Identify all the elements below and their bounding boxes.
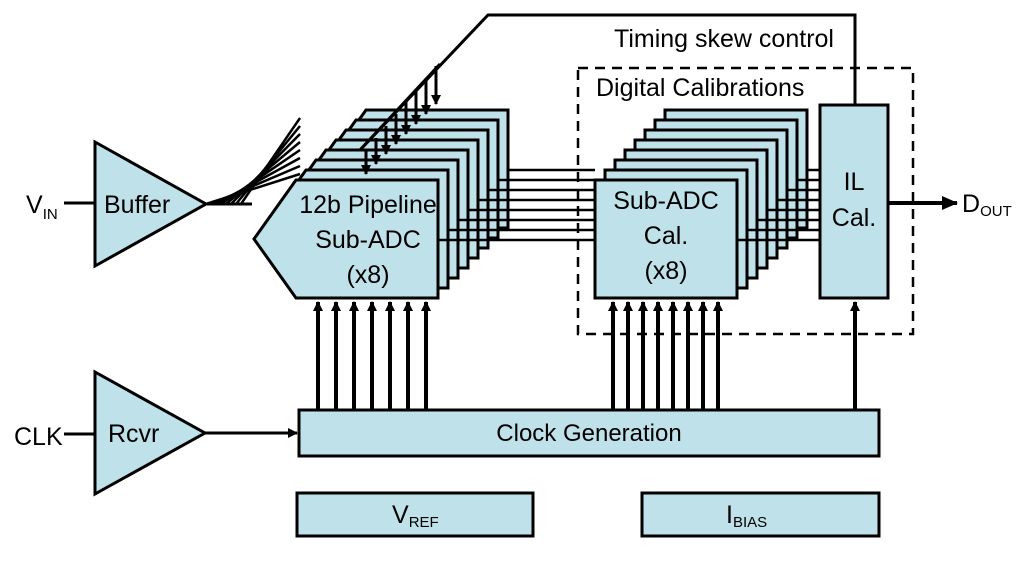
vref-rect — [295, 491, 535, 538]
vin-input: VIN — [26, 191, 95, 223]
ibias-label: IBIAS — [726, 501, 767, 531]
rcvr-label: Rcvr — [108, 420, 159, 448]
vin-label: VIN — [26, 191, 58, 223]
cal-output-bus — [737, 168, 820, 242]
skew-control-arrows — [358, 62, 442, 175]
digital-calibrations-label: Digital Calibrations — [596, 74, 804, 102]
il-cal-label-line2: Cal. — [832, 204, 876, 232]
il-cal-block: IL Cal. — [818, 103, 890, 300]
pipeline-front-block — [252, 178, 440, 300]
fanout-line — [239, 117, 302, 205]
vref-label: VREF — [392, 501, 439, 531]
clk-label: CLK — [14, 423, 63, 451]
subadc-cal-label-line3: (x8) — [644, 257, 687, 285]
pipeline-label-line2: Sub-ADC — [315, 226, 421, 254]
subadc-cal-front: Sub-ADC Cal. (x8) — [593, 178, 739, 300]
clock-generation-rect — [297, 408, 881, 458]
skew-diagonal — [358, 62, 442, 152]
sampling-fanout — [205, 117, 302, 206]
rcvr-triangle — [93, 369, 209, 497]
il-cal-rect — [818, 103, 890, 300]
subadc-cal-label-line2: Cal. — [644, 222, 688, 250]
pipeline-label-line3: (x8) — [346, 261, 389, 289]
rcvr-block: Rcvr — [93, 369, 209, 497]
clock-distribution-arrows — [313, 301, 860, 410]
dout-output: DOUT — [888, 190, 1012, 220]
clk-input: CLK — [14, 423, 95, 451]
dout-label: DOUT — [962, 190, 1012, 220]
ibias-block: IBIAS — [640, 491, 881, 538]
vref-block: VREF — [295, 491, 535, 538]
subadc-cal-label-line1: Sub-ADC — [613, 187, 719, 215]
ibias-rect — [640, 491, 881, 538]
pipeline-front: 12b Pipeline Sub-ADC (x8) — [252, 178, 440, 300]
timing-skew-label: Timing skew control — [614, 25, 834, 53]
data-bus — [438, 168, 595, 242]
clock-generation-label: Clock Generation — [496, 420, 681, 447]
buffer-label: Buffer — [104, 191, 170, 219]
pipeline-label-line1: 12b Pipeline — [299, 191, 437, 219]
buffer-triangle — [93, 139, 210, 269]
il-cal-label-line1: IL — [844, 168, 865, 196]
buffer-block: Buffer — [93, 139, 210, 269]
clock-generation-block: Clock Generation — [297, 408, 881, 458]
